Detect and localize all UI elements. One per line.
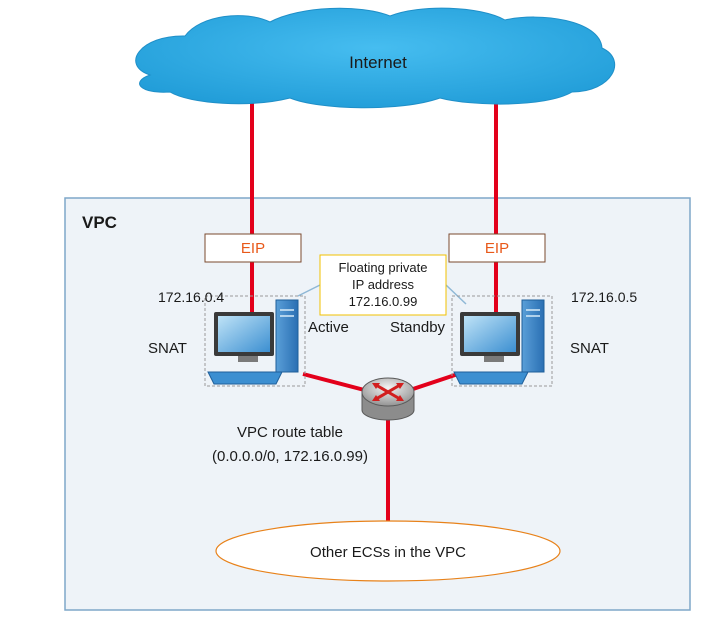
snat-standby-state: Standby <box>390 319 446 336</box>
cloud-label: Internet <box>349 53 407 72</box>
floating-ip-connectors <box>297 284 467 305</box>
vpc-label: VPC <box>82 213 117 232</box>
route-table-line2: (0.0.0.0/0, 172.16.0.99) <box>212 448 368 465</box>
keyboard-icon <box>453 371 529 385</box>
eip-right-label: EIP <box>485 240 509 257</box>
route-table-line1: VPC route table <box>237 424 343 441</box>
snat-active-computer <box>204 295 306 387</box>
computer-tower-icon <box>275 299 299 373</box>
snat-standby-role: SNAT <box>570 340 609 357</box>
snat-standby-ip: 172.16.0.5 <box>571 289 637 305</box>
floating-ip-box: Floating private IP address 172.16.0.99 <box>319 254 447 316</box>
cloud-shape <box>135 7 616 109</box>
floating-ip-line2: IP address <box>352 277 414 292</box>
snat-active-state: Active <box>308 319 349 336</box>
snat-active-ip: 172.16.0.4 <box>158 289 224 305</box>
floating-ip-line1: Floating private <box>339 260 428 275</box>
eip-left-label: EIP <box>241 240 265 257</box>
snat-standby-computer <box>451 295 553 387</box>
router-icon <box>361 377 415 421</box>
computer-tower-icon <box>521 299 545 373</box>
link-snat-active-router <box>302 372 373 394</box>
internet-cloud: Internet <box>135 7 616 109</box>
eip-box-right: EIP <box>448 233 546 263</box>
snat-active-role: SNAT <box>148 340 187 357</box>
eip-box-left: EIP <box>204 233 302 263</box>
floating-ip-line3: 172.16.0.99 <box>349 294 418 309</box>
keyboard-icon <box>207 371 283 385</box>
other-ecs-label: Other ECSs in the VPC <box>310 544 466 561</box>
other-ecs-group: Other ECSs in the VPC <box>215 520 561 582</box>
